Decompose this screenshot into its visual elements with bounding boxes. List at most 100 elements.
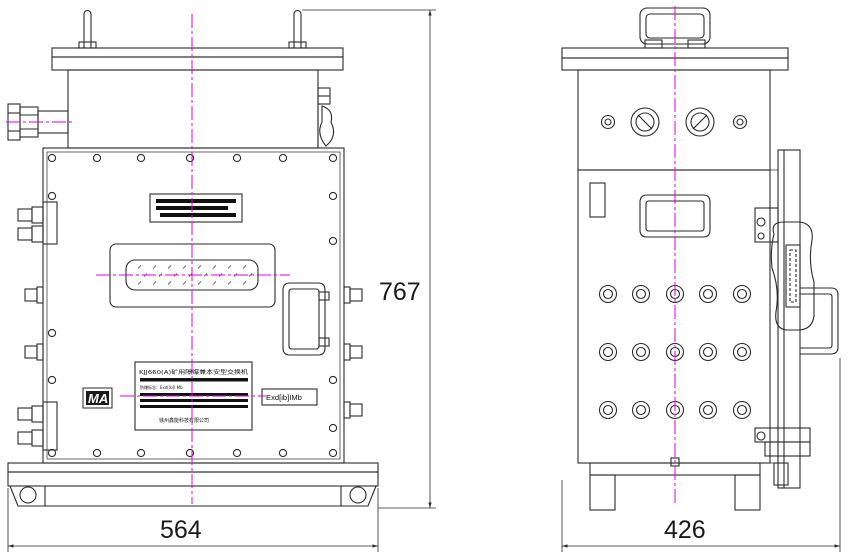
side-bracket [589,182,606,218]
window-mark [167,265,172,269]
cable-entry-port [631,284,651,304]
cable-entry-port [732,342,752,362]
nameplate-maker: 徐州鑫能科技有限公司 [159,417,209,424]
cable-entry-port [631,400,651,420]
door-lock [770,221,815,331]
bolt [328,191,338,201]
bolt [278,448,288,458]
door-handle [800,287,839,355]
cable-entry-port [698,400,718,420]
bolt [47,375,57,385]
side-strip [769,169,779,464]
cable-entry-port [598,284,618,304]
dimension-height: 767 [302,9,436,509]
foot-left [589,474,616,511]
window-mark [197,281,202,285]
dimension-front-width-value: 564 [160,516,202,544]
port-inner-ring [702,288,714,300]
main-enclosure [42,147,345,464]
window-mark [212,265,217,269]
bolt [47,153,57,163]
port-inner-ring [736,404,748,416]
window-mark [227,281,232,285]
bolt [328,153,338,163]
window-mark [152,265,157,269]
port-outer-ring [698,284,718,304]
skid-roller-left [19,486,37,504]
upper-chamber [67,69,319,149]
dimension-side-width-value: 426 [664,516,706,544]
operating-knob-right [317,87,335,148]
bolt [328,236,338,246]
port-outer-ring [631,342,651,362]
foot-right [734,474,761,511]
top-cover [51,47,344,71]
port-inner-ring [635,346,647,358]
port-inner-ring [736,288,748,300]
cable-entry-port [631,342,651,362]
front-view: KJJ660(A)矿用隔爆兼本安型交换机 防爆标志：Exd[ib]I Mb 徐州… [6,9,436,552]
bolt [185,448,195,458]
dimension-front-width: 564 [7,488,379,552]
port-outer-ring [698,342,718,362]
port-inner-ring [635,288,647,300]
port-inner-ring [736,346,748,358]
side-view: 426 [561,6,841,552]
rotary-switch-right-icon [685,107,715,137]
port-outer-ring [598,400,618,420]
rotary-switch-left-icon [630,107,660,137]
cable-glands-left [17,201,58,451]
window-mark [242,281,247,285]
handle-front-right [282,282,330,356]
cable-entry-port [698,284,718,304]
ma-logo-text: MA [88,391,108,406]
ma-safety-logo: MA [82,387,113,409]
nameplate-marking: 防爆标志：Exd[ib]I Mb [140,384,183,390]
port-outer-ring [631,400,651,420]
bolt [328,375,338,385]
window-mark [227,265,232,269]
window-mark [197,265,202,269]
window-mark [152,281,157,285]
window-mark [182,265,187,269]
ex-marking-text: Exd[ib]IMb [266,393,302,402]
port-inner-ring [635,404,647,416]
port-inner-ring [602,404,614,416]
bolt [47,448,57,458]
rating-plate-small [149,193,243,223]
bolt [328,448,338,458]
port-inner-ring [602,288,614,300]
port-inner-ring [702,346,714,358]
window-mark [167,281,172,285]
dimension-height-value: 767 [379,278,421,306]
bolt [47,191,57,201]
bolt [136,153,146,163]
bolt [136,448,146,458]
upper-chamber-side [577,69,771,171]
port-outer-ring [732,400,752,420]
hinge-bottom [754,427,811,457]
lifting-hook-left [78,9,97,49]
ex-marking-label: Exd[ib]IMb [261,388,318,406]
port-outer-ring [598,342,618,362]
cable-entry-port [732,400,752,420]
cable-entry-port [732,284,752,304]
cover-bolt-left [600,114,616,130]
port-outer-ring [698,400,718,420]
dimension-side-width: 426 [561,358,841,552]
port-inner-ring [702,404,714,416]
bolt [92,448,102,458]
window-mark [137,265,142,269]
handle-side [639,194,711,238]
port-inner-ring [602,346,614,358]
port-outer-ring [631,284,651,304]
centerlines-front [6,14,290,504]
cable-entry-port [598,400,618,420]
bolt [92,153,102,163]
cable-entry-port [598,342,618,362]
bolt [278,153,288,163]
hinge-top [754,207,779,243]
door-assembly [754,149,839,489]
lifting-hook-right [288,9,307,49]
